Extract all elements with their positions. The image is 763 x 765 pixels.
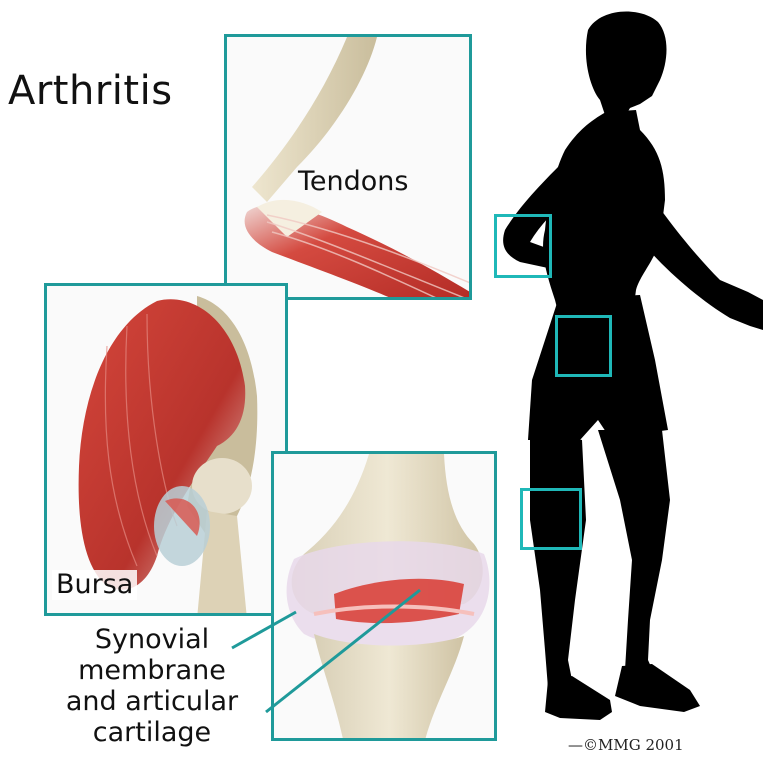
synovial-label: Synovial membrane and articular cartilag… bbox=[44, 624, 260, 748]
tendons-label: Tendons bbox=[298, 167, 408, 197]
hip-highlight-box bbox=[555, 315, 612, 377]
copyright-text: —©MMG 2001 bbox=[568, 736, 684, 754]
bursa-label: Bursa bbox=[52, 570, 137, 600]
synovial-label-line2: membrane bbox=[44, 655, 260, 686]
elbow-highlight-box bbox=[494, 214, 552, 278]
synovial-label-line1: Synovial bbox=[44, 624, 260, 655]
shoulder-illustration-icon bbox=[47, 286, 288, 616]
knee-panel bbox=[271, 451, 497, 741]
knee-illustration-icon bbox=[274, 454, 497, 741]
synovial-label-line3: and articular bbox=[44, 686, 260, 717]
shoulder-panel bbox=[44, 283, 288, 616]
synovial-label-line4: cartilage bbox=[44, 717, 260, 748]
knee-highlight-box bbox=[520, 488, 582, 550]
